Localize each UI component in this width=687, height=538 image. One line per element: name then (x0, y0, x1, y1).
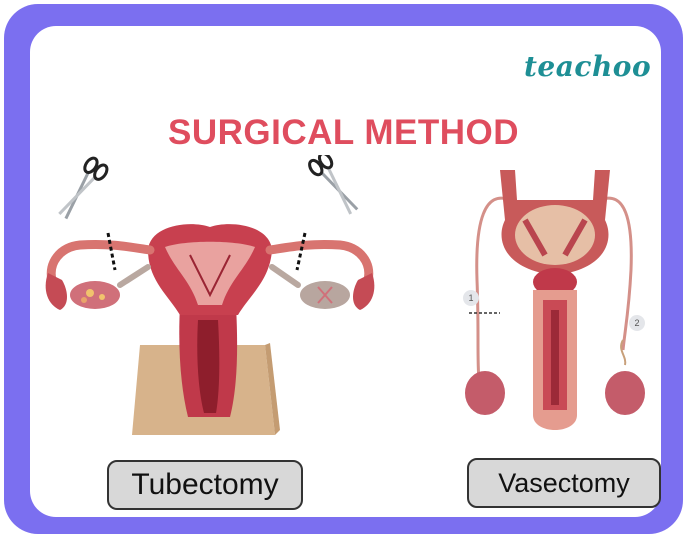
tubectomy-illustration (40, 155, 380, 445)
uterus (148, 224, 272, 315)
cervix-vagina (179, 305, 237, 417)
teachoo-logo: teachoo (524, 50, 651, 83)
fallopian-tube-right (270, 244, 374, 310)
scissors-icon (54, 156, 110, 223)
cut-line-left (108, 233, 115, 270)
testis-left (465, 371, 505, 415)
marker-2-label: 2 (634, 318, 639, 328)
vasectomy-label: Vasectomy (467, 458, 661, 508)
cut-line-right (297, 233, 305, 270)
page-title: SURGICAL METHOD (0, 113, 687, 153)
testis-right (605, 371, 645, 415)
scissors-icon (307, 155, 363, 218)
fallopian-tube-left (46, 244, 150, 310)
vasectomy-illustration: 1 2 (455, 160, 655, 445)
bladder-prostate (500, 170, 610, 296)
penis (533, 290, 577, 430)
marker-1-label: 1 (468, 293, 473, 303)
tubectomy-label: Tubectomy (107, 460, 303, 510)
